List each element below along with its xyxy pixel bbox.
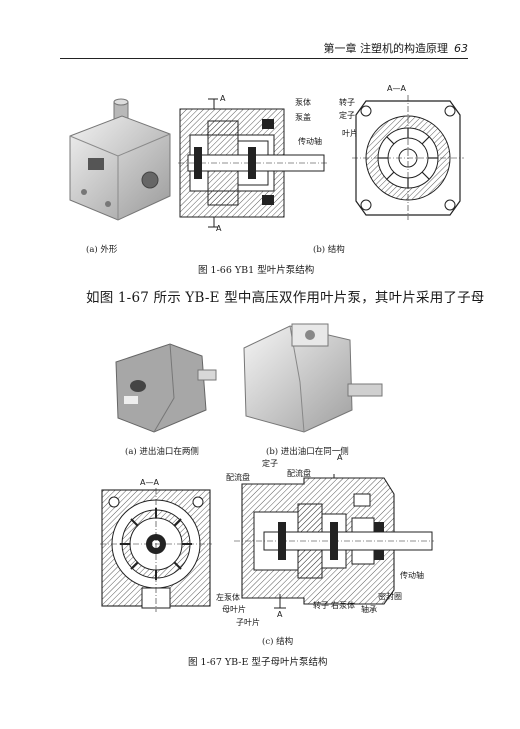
fig67-label-right-body: 右泵体 <box>331 601 355 610</box>
fig67-label-a-bottom: A <box>277 610 283 619</box>
fig67-label-rotor: 转子 <box>313 601 329 610</box>
fig66-label-pump-body: 泵体 <box>295 98 311 107</box>
fig67-section-aa <box>100 488 212 612</box>
fig67-label-port-plate-2: 配流盘 <box>287 469 311 478</box>
fig67-photo-b <box>243 323 383 433</box>
fig67-label-seal: 密封圈 <box>378 592 402 601</box>
fig66-label-a-top: A <box>220 94 226 103</box>
fig67-subcaption-b: (b) 进出油口在同一侧 <box>266 447 349 457</box>
fig67-longitudinal-section <box>234 474 434 609</box>
fig66-label-drive-shaft: 传动轴 <box>298 137 322 146</box>
fig67-label-mother-vane: 母叶片 <box>222 605 246 614</box>
fig66-section-drawing <box>178 98 328 228</box>
fig66-end-view <box>352 95 464 220</box>
fig66-subcaption-b: (b) 结构 <box>313 245 345 255</box>
fig66-caption: 图 1-66 YB1 型叶片泵结构 <box>198 265 315 276</box>
fig66-subcaption-a: (a) 外形 <box>86 245 118 255</box>
running-header: 第一章 注塑机的构造原理 63 <box>0 40 469 56</box>
fig66-photo-pump <box>69 98 171 221</box>
fig67-label-port-plate-1: 配流盘 <box>226 473 250 482</box>
fig67-caption: 图 1-67 YB-E 型子母叶片泵结构 <box>188 657 328 668</box>
fig67-photo-a <box>115 343 217 433</box>
page-number: 63 <box>454 42 468 55</box>
fig67-label-bearing: 轴承 <box>361 605 377 614</box>
fig67-label-a-top: A <box>337 453 343 462</box>
fig67-label-child-vane: 子叶片 <box>236 618 260 627</box>
body-paragraph: 如图 1-67 所示 YB-E 型中高压双作用叶片泵，其叶片采用了子母 <box>86 290 485 306</box>
chapter-title: 第一章 注塑机的构造原理 <box>323 42 449 55</box>
fig67-label-left-body: 左泵体 <box>216 593 240 602</box>
fig66-label-a-bottom: A <box>216 224 222 233</box>
fig67-label-stator: 定子 <box>262 459 278 468</box>
fig67-label-section: A—A <box>140 478 159 487</box>
fig66-label-section: A—A <box>387 84 406 93</box>
fig67-subcaption-c: (c) 结构 <box>262 637 294 647</box>
fig66-label-stator: 定子 <box>339 111 355 120</box>
header-rule <box>60 58 468 59</box>
fig66-label-pump-cover: 泵盖 <box>295 113 311 122</box>
fig66-label-vane: 叶片 <box>342 129 358 138</box>
fig67-label-drive-shaft: 传动轴 <box>400 571 424 580</box>
fig66-label-rotor: 转子 <box>339 98 355 107</box>
fig67-subcaption-a: (a) 进出油口在两侧 <box>125 447 199 457</box>
